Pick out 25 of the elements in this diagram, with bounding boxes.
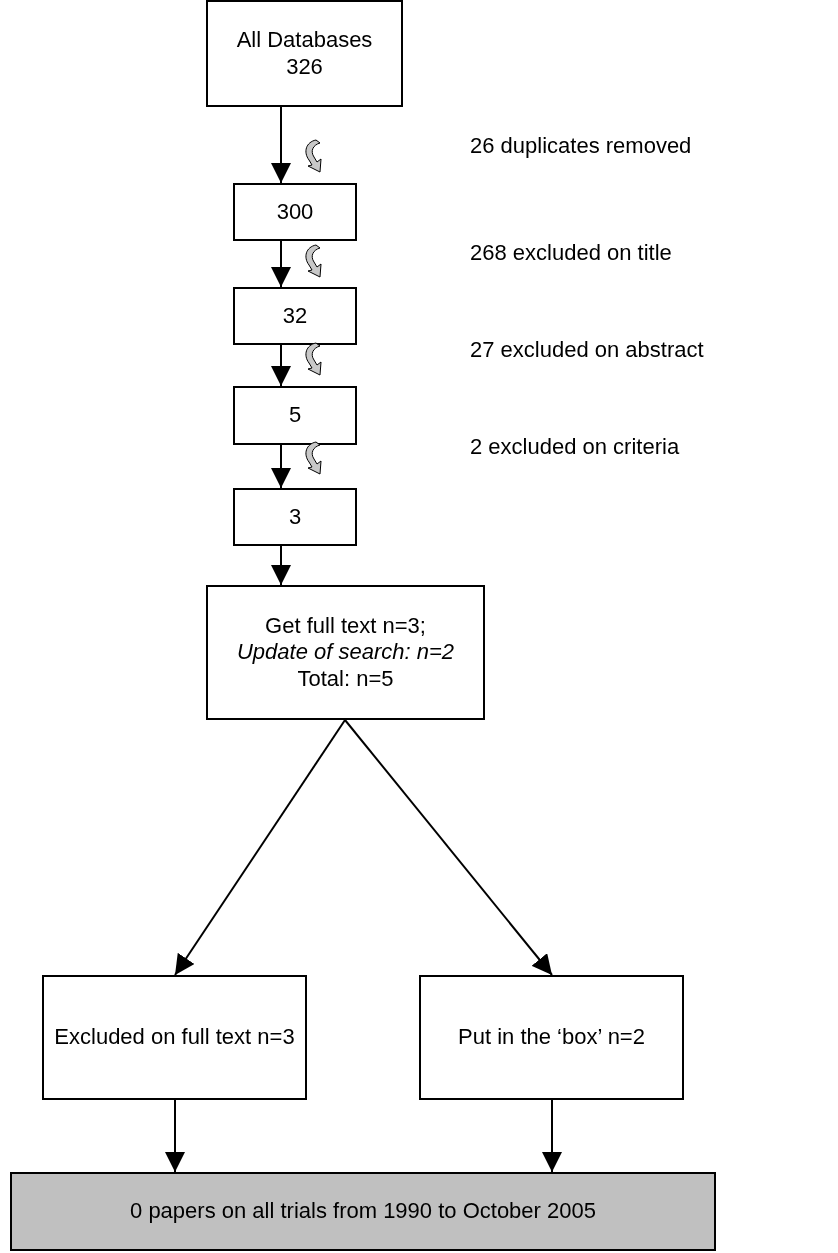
exclusion-note: 27 excluded on abstract — [470, 337, 704, 363]
process-box: 5 — [233, 386, 357, 445]
arrow — [271, 444, 291, 489]
box-text: Total: n=5 — [297, 665, 394, 693]
arrow — [271, 344, 291, 387]
process-box: All Databases 326 — [206, 0, 403, 107]
exclusion-note: 268 excluded on title — [470, 240, 672, 266]
arrow — [271, 240, 291, 288]
box-text: Get full text n=3; — [265, 612, 426, 640]
exclusion-note: 2 excluded on criteria — [470, 434, 680, 460]
process-box: 32 — [233, 287, 357, 345]
box-text: Update of search: n=2 — [236, 639, 455, 666]
process-box: Put in the ‘box’ n=2 — [419, 975, 684, 1100]
process-box: 300 — [233, 183, 357, 241]
process-box — [206, 585, 485, 720]
exclusion-note: 26 duplicates removed — [470, 133, 692, 159]
arrow — [542, 1099, 562, 1173]
arrow — [344, 719, 553, 976]
process-box: Excluded on full text n=3 — [42, 975, 307, 1100]
arrow — [165, 1099, 185, 1173]
arrow — [174, 719, 346, 976]
result-box: 0 papers on all trials from 1990 to October 2005 — [10, 1172, 716, 1251]
process-box: 3 — [233, 488, 357, 546]
arrow — [271, 106, 291, 184]
arrow — [271, 545, 291, 586]
